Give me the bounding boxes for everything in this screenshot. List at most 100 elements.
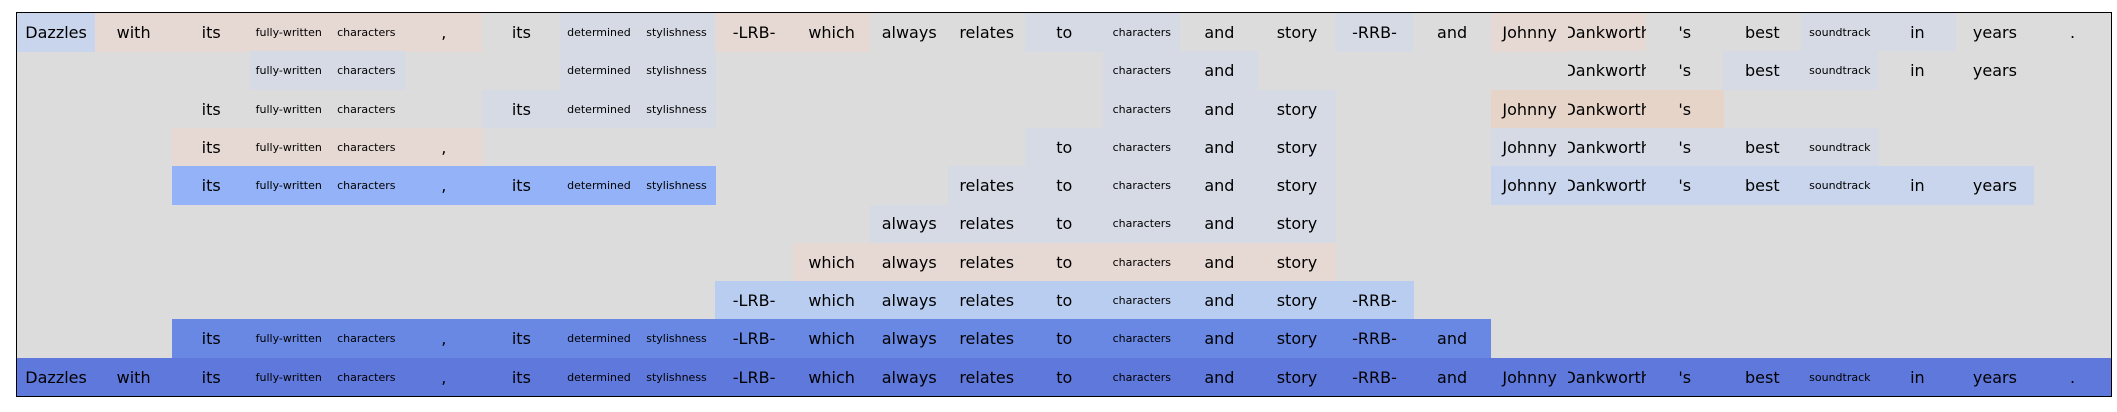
token-cell: -LRB- — [715, 13, 794, 52]
token-cell: Dankworth — [1568, 51, 1647, 91]
token-cell: determined — [559, 357, 639, 396]
token-cell: with — [94, 357, 173, 396]
token-cell: Johnny — [1490, 89, 1569, 129]
token-cell: and — [1180, 127, 1259, 167]
token-cell: -RRB- — [1335, 13, 1414, 52]
token-cell: with — [94, 13, 173, 52]
token-cell: relates — [947, 13, 1026, 52]
token-cell: stylishness — [637, 13, 716, 52]
token-cell: Dankworth — [1568, 13, 1647, 52]
token-cell: Dankworth — [1568, 166, 1647, 206]
token-cell: -RRB- — [1335, 319, 1414, 359]
token-cell: characters — [327, 319, 406, 359]
token-cell: story — [1257, 281, 1337, 320]
token-cell: characters — [1102, 127, 1181, 167]
token-cell: and — [1180, 242, 1259, 282]
token-cell: 's — [1645, 13, 1724, 52]
token-cell: and — [1413, 319, 1492, 359]
token-cell: fully-written — [249, 89, 328, 129]
token-cell: -LRB- — [715, 281, 794, 320]
token-cell: characters — [327, 51, 406, 91]
token-cell: best — [1723, 357, 1802, 396]
token-cell: Johnny — [1490, 357, 1569, 396]
token-cell: Dazzles — [17, 357, 96, 396]
token-cell: fully-written — [249, 319, 328, 359]
token-cell: years — [1955, 357, 2035, 396]
token-cell: story — [1257, 357, 1337, 396]
token-cell: soundtrack — [1800, 13, 1879, 52]
token-cell: Johnny — [1490, 13, 1569, 52]
token-cell: , — [404, 13, 483, 52]
token-cell: relates — [947, 204, 1026, 244]
token-cell: its — [172, 166, 251, 206]
token-cell: 's — [1645, 127, 1724, 167]
token-cell: determined — [559, 51, 639, 91]
token-cell: to — [1025, 127, 1104, 167]
token-cell: in — [1878, 357, 1957, 396]
token-cell: stylishness — [637, 319, 716, 359]
token-cell: and — [1180, 13, 1259, 52]
token-cell: stylishness — [637, 166, 716, 206]
token-cell: determined — [559, 319, 639, 359]
token-cell: to — [1025, 13, 1104, 52]
token-cell: best — [1723, 166, 1802, 206]
token-cell: relates — [947, 281, 1026, 320]
token-cell: characters — [1102, 281, 1181, 320]
token-cell: , — [404, 357, 483, 396]
token-cell: characters — [1102, 13, 1181, 52]
token-cell: fully-written — [249, 127, 328, 167]
token-cell: and — [1180, 204, 1259, 244]
token-cell: relates — [947, 242, 1026, 282]
token-cell: which — [792, 357, 871, 396]
token-cell: -RRB- — [1335, 357, 1414, 396]
token-cell: stylishness — [637, 51, 716, 91]
token-cell: its — [172, 13, 251, 52]
token-cell: and — [1180, 281, 1259, 320]
token-cell: its — [172, 357, 251, 396]
token-cell: , — [404, 319, 483, 359]
token-cell: 's — [1645, 357, 1724, 396]
token-cell: to — [1025, 166, 1104, 206]
token-cell: always — [870, 319, 949, 359]
token-cell: . — [2033, 13, 2111, 52]
token-cell: characters — [327, 357, 406, 396]
token-cell: years — [1955, 51, 2035, 91]
token-cell: in — [1878, 13, 1957, 52]
token-cell: and — [1180, 319, 1259, 359]
token-cell: relates — [947, 357, 1026, 396]
token-cell: characters — [1102, 319, 1181, 359]
token-cell: and — [1413, 357, 1492, 396]
token-cell: fully-written — [249, 51, 328, 91]
token-cell: story — [1257, 13, 1337, 52]
token-cell: characters — [1102, 204, 1181, 244]
token-cell: 's — [1645, 51, 1724, 91]
token-cell: in — [1878, 51, 1957, 91]
token-cell: its — [482, 13, 561, 52]
token-cell: its — [172, 127, 251, 167]
token-cell: and — [1180, 51, 1259, 91]
token-cell: and — [1180, 166, 1259, 206]
token-cell: stylishness — [637, 357, 716, 396]
token-cell: , — [404, 127, 483, 167]
token-cell: always — [870, 357, 949, 396]
token-cell: to — [1025, 357, 1104, 396]
token-cell: relates — [947, 166, 1026, 206]
token-cell: which — [792, 13, 871, 52]
token-cell: and — [1413, 13, 1492, 52]
token-cell: 's — [1645, 89, 1724, 129]
token-cell: its — [172, 89, 251, 129]
token-cell: soundtrack — [1800, 357, 1879, 396]
token-cell: its — [482, 319, 561, 359]
token-cell: Dankworth — [1568, 357, 1647, 396]
token-cell: to — [1025, 281, 1104, 320]
token-cell: always — [870, 204, 949, 244]
token-cell: characters — [1102, 51, 1181, 91]
token-cell: determined — [559, 89, 639, 129]
token-cell: story — [1257, 166, 1337, 206]
token-cell: characters — [327, 166, 406, 206]
token-cell: years — [1955, 13, 2035, 52]
token-cell: to — [1025, 242, 1104, 282]
token-cell: and — [1180, 357, 1259, 396]
token-cell: which — [792, 242, 871, 282]
token-cell: always — [870, 13, 949, 52]
